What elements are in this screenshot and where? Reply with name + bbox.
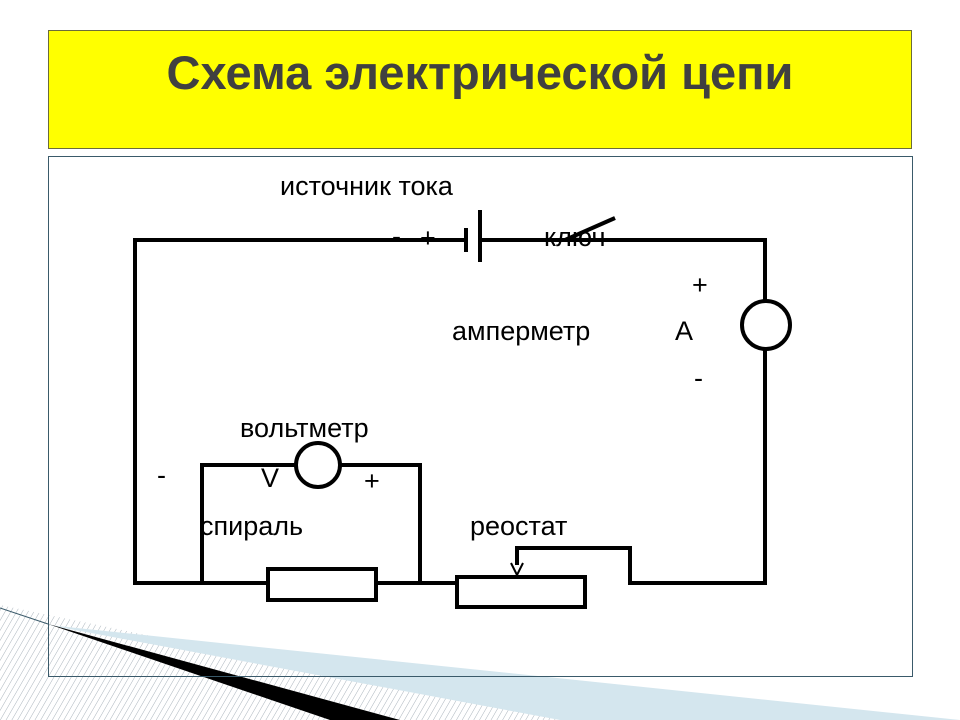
blue-wedge xyxy=(48,625,960,720)
label-source-plus: + xyxy=(420,223,436,253)
ammeter-icon xyxy=(740,299,792,351)
content-frame xyxy=(48,156,913,677)
label-voltmeter: вольтметр xyxy=(240,413,369,443)
switch-icon xyxy=(564,216,616,242)
rheostat-icon xyxy=(455,575,587,609)
black-wedge xyxy=(48,624,400,720)
label-voltmeter-plus: + xyxy=(364,466,380,496)
rheostat-slider-arrow xyxy=(510,562,524,578)
battery-icon xyxy=(464,210,482,262)
label-ammeter-symbol: А xyxy=(675,316,693,346)
label-switch: ключ xyxy=(544,222,606,252)
label-rheostat: реостат xyxy=(470,511,567,541)
voltmeter-icon xyxy=(294,441,342,489)
title-banner: Схема электрической цепи xyxy=(48,30,912,149)
label-ammeter-minus: - xyxy=(694,363,703,393)
label-voltmeter-minus: - xyxy=(157,460,166,490)
label-source: источник тока xyxy=(280,171,454,201)
label-source-minus: - xyxy=(392,221,401,251)
wires xyxy=(133,238,767,585)
label-spiral: спираль xyxy=(200,511,303,541)
label-ammeter-plus: + xyxy=(692,270,708,300)
slide-title: Схема электрической цепи xyxy=(166,46,794,99)
spiral-resistor-icon xyxy=(266,567,378,602)
label-ammeter: амперметр xyxy=(452,316,590,346)
label-voltmeter-symbol: V xyxy=(261,463,279,493)
